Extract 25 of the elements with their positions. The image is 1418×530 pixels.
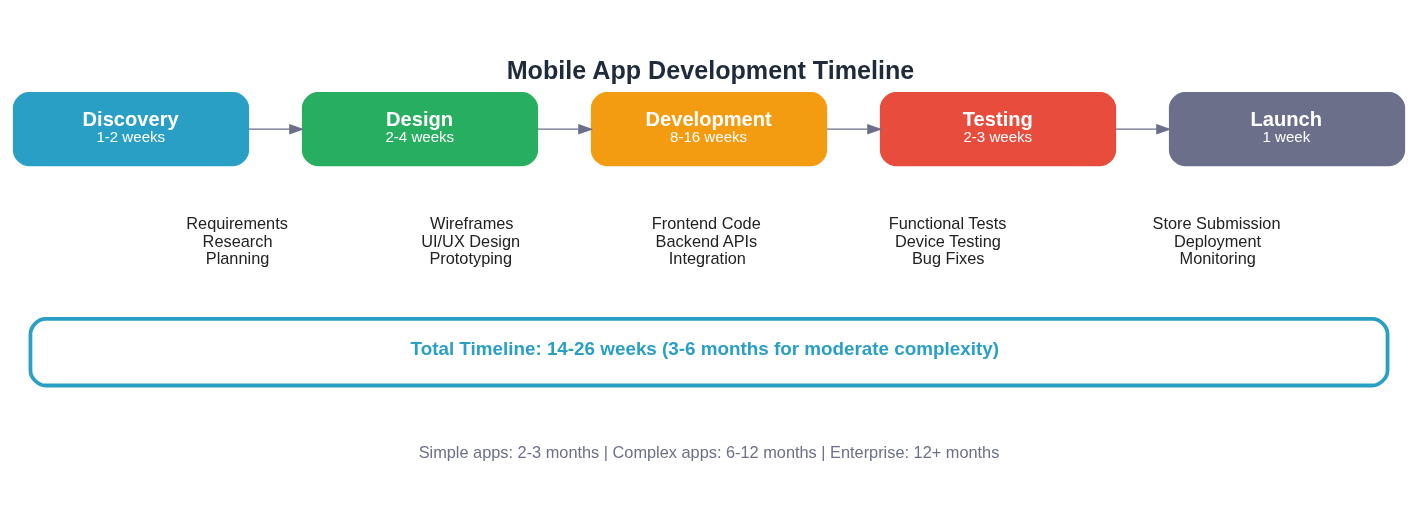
arrow	[826, 123, 883, 134]
node-label: Research	[202, 231, 273, 250]
node-box: Testing 2-3 weeks	[879, 91, 1117, 166]
node-label: Store Submission	[1152, 213, 1281, 232]
arrow	[248, 123, 305, 134]
arrow	[1115, 123, 1172, 134]
node-label: Integration	[668, 248, 746, 267]
label: Simple apps: 2-3 months | Complex apps: 6-12 months | Enterprise: 12+ months	[418, 442, 1000, 461]
node-box: Development 8-16 weeks	[590, 91, 828, 166]
arrow	[537, 123, 594, 134]
node-label: Functional Tests	[888, 213, 1007, 232]
node-label: UI/UX Design	[421, 231, 521, 250]
node-box: Design 2-4 weeks	[301, 91, 539, 166]
node-label: Frontend Code	[651, 213, 761, 232]
node-box: Launch 1 week	[1168, 91, 1406, 166]
node-box: Total Timeline: 14-26 weeks (3-6 months for moderate complexity)	[28, 316, 1390, 387]
node-label: Planning	[205, 248, 270, 267]
diagram-title: Mobile App Development Timeline	[506, 55, 915, 84]
node-label: Wireframes	[430, 213, 514, 232]
node-label: Requirements	[186, 213, 288, 232]
node-box: Discovery 1-2 weeks	[12, 91, 250, 166]
node-label: Device Testing	[894, 231, 1001, 250]
node-label: Bug Fixes	[911, 248, 985, 267]
node-label: Backend APIs	[655, 231, 758, 250]
node-label: Deployment	[1173, 231, 1262, 250]
